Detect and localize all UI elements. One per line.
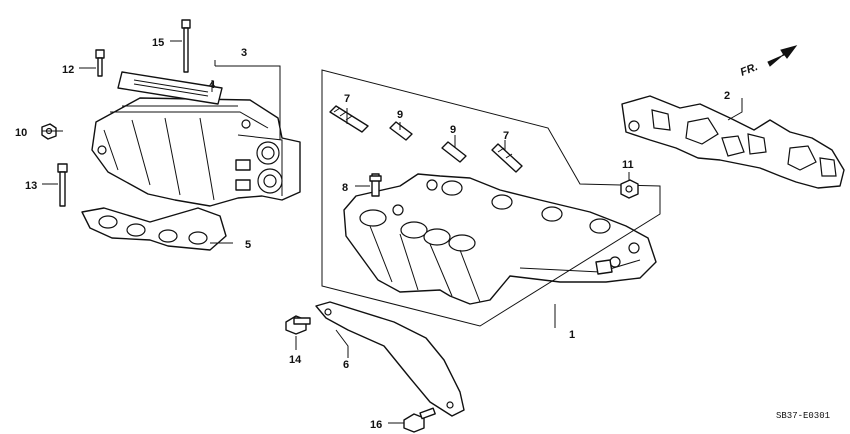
callout-15: 15 (152, 37, 164, 49)
callout-9-right: 9 (450, 124, 456, 136)
callout-labels: 1 2 3 4 5 6 7 7 8 9 9 10 11 12 13 14 15 … (15, 37, 730, 431)
callout-13: 13 (25, 180, 37, 192)
stud-center-left (389, 121, 413, 141)
front-direction-indicator: FR. (739, 45, 798, 79)
manifold-gasket (621, 95, 845, 189)
callout-2: 2 (724, 90, 730, 102)
manifold-chamber (91, 97, 301, 207)
bolt-long-top (181, 19, 191, 73)
callout-12: 12 (62, 64, 74, 76)
callout-7-left: 7 (344, 93, 350, 105)
manifold-stay-bracket (315, 301, 465, 417)
stud-vertical (369, 173, 382, 197)
callout-5: 5 (245, 239, 251, 251)
stud-right (491, 143, 523, 173)
nut-right (620, 179, 639, 199)
callout-1: 1 (569, 329, 575, 341)
intake-manifold (343, 173, 657, 305)
bolt-flange-bottom (403, 407, 436, 433)
stud-center-right (441, 141, 467, 163)
callout-14: 14 (289, 354, 302, 366)
callout-4: 4 (209, 79, 216, 91)
callout-7-right: 7 (503, 130, 509, 142)
callout-3: 3 (241, 47, 247, 59)
leader-lines (42, 40, 743, 424)
front-direction-arrow-icon (767, 45, 798, 67)
callout-8: 8 (342, 182, 348, 194)
manifold-group-outline (321, 69, 661, 327)
callout-16: 16 (370, 419, 382, 431)
callout-6: 6 (343, 359, 349, 371)
front-direction-label: FR. (739, 61, 760, 79)
stud-left (329, 105, 369, 133)
callout-11: 11 (622, 159, 634, 171)
diagram-code: SB37-E0301 (776, 411, 830, 421)
callout-9-left: 9 (397, 109, 403, 121)
bolt-long-left (57, 163, 68, 207)
bolt-flange-lower (285, 315, 311, 335)
callout-10: 10 (15, 127, 27, 139)
bolt-short-top (95, 49, 105, 77)
throttle-gasket (117, 71, 223, 105)
chamber-gasket (81, 207, 227, 251)
